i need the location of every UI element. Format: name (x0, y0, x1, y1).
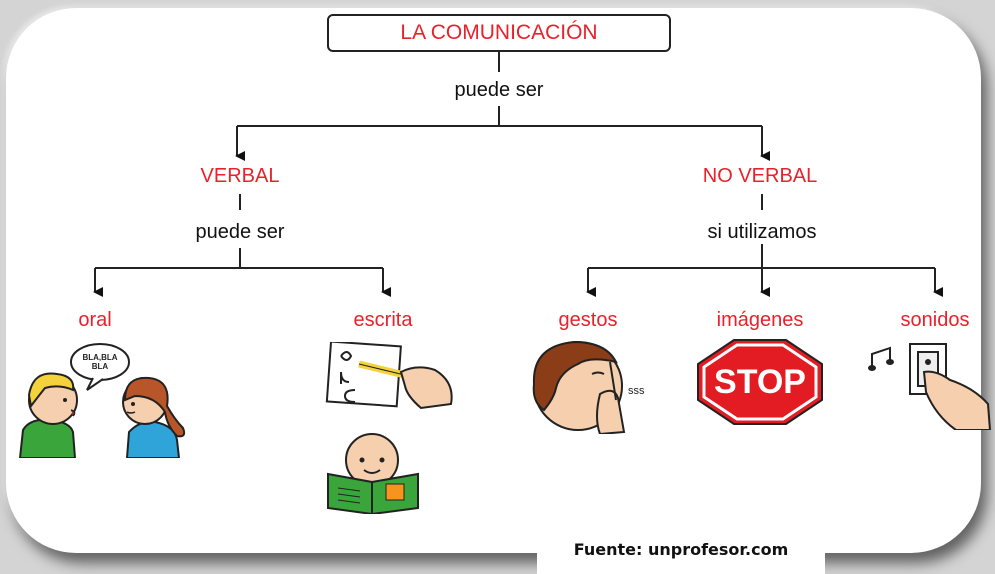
node-sonidos: sonidos (900, 309, 970, 331)
node-escrita: escrita (353, 309, 413, 331)
people-talking-icon: BLA,BLA BLA (18, 343, 186, 458)
node-verbal: VERBAL (200, 165, 280, 187)
title-box: LA COMUNICACIÓN (327, 14, 671, 52)
stop-sign-icon: STOP (697, 339, 823, 425)
connector-text-top: puede ser (454, 79, 544, 101)
node-no-verbal: NO VERBAL (702, 165, 818, 187)
stop-text: STOP (714, 363, 806, 401)
connector-text-verbal: puede ser (195, 221, 285, 243)
diagram-card (6, 8, 981, 553)
source-caption: Fuente: unprofesor.com (537, 524, 825, 574)
svg-text:BLA,BLA: BLA,BLA (82, 353, 117, 362)
node-oral: oral (78, 309, 112, 331)
silence-gesture-icon: sss (532, 340, 645, 434)
reading-child-icon (327, 433, 419, 514)
node-imagenes: imágenes (716, 309, 804, 331)
doorbell-icon (868, 343, 991, 430)
connector-text-no-verbal: si utilizamos (707, 221, 817, 243)
writing-hand-icon (325, 342, 453, 410)
node-gestos: gestos (558, 309, 618, 331)
sss-text: sss (628, 385, 645, 397)
diagram-title: LA COMUNICACIÓN (400, 21, 598, 44)
svg-text:BLA: BLA (92, 362, 109, 371)
source-text: Fuente: unprofesor.com (573, 540, 789, 559)
